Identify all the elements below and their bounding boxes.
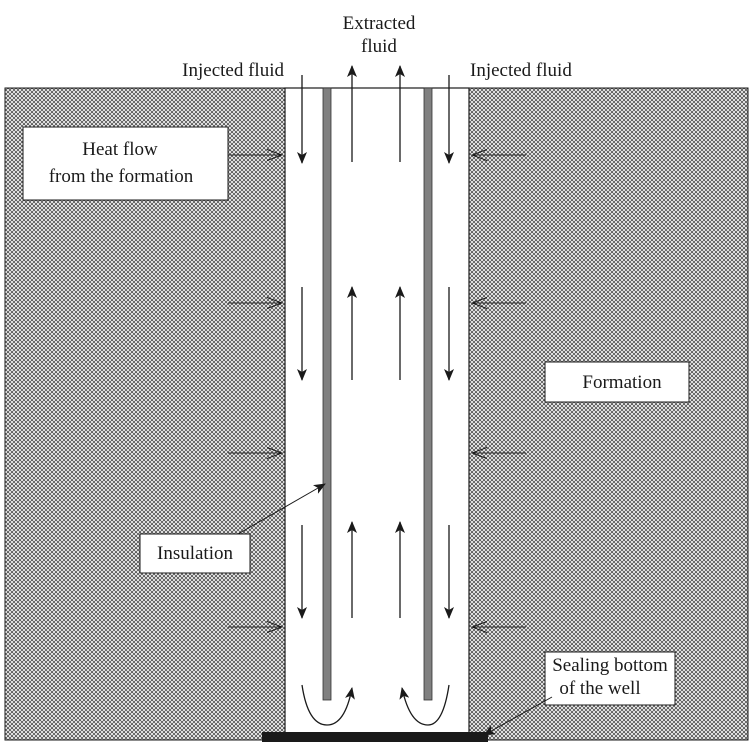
heat-flow-label-box (22, 126, 229, 201)
sealing-label-line2: of the well (559, 678, 640, 699)
extracted-fluid-label-line1: Extracted (343, 13, 416, 34)
formation-label-box (544, 361, 690, 403)
insulation-wall-right (423, 87, 433, 701)
sealing-label-box (544, 651, 676, 706)
formation-label: Formation (582, 372, 662, 393)
turnaround-arrows (301, 684, 450, 726)
extracted-fluid-label-line2: fluid (361, 36, 397, 57)
insulation-label: Insulation (157, 543, 233, 564)
extracted-flow-arrows (347, 65, 405, 618)
turnaround-arrow-right (399, 684, 450, 726)
sealing-leader-line (483, 696, 553, 736)
formation-right (468, 87, 749, 741)
heat-flow-label-line2: from the formation (49, 166, 194, 187)
heat-flow-label-line1: Heat flow (82, 139, 158, 160)
insulation-wall-left (322, 87, 332, 701)
sealing-bottom (262, 732, 488, 742)
insulation-label-box (139, 533, 251, 574)
well-bore (284, 87, 470, 737)
heat-flow-arrows (228, 155, 526, 627)
injected-fluid-label-left: Injected fluid (182, 60, 284, 81)
injected-fluid-label-right: Injected fluid (470, 60, 572, 81)
injected-flow-arrows (297, 75, 454, 619)
turnaround-arrow-left (301, 684, 355, 726)
insulation-leader-line (237, 483, 326, 535)
sealing-label-line1: Sealing bottom (552, 655, 668, 676)
